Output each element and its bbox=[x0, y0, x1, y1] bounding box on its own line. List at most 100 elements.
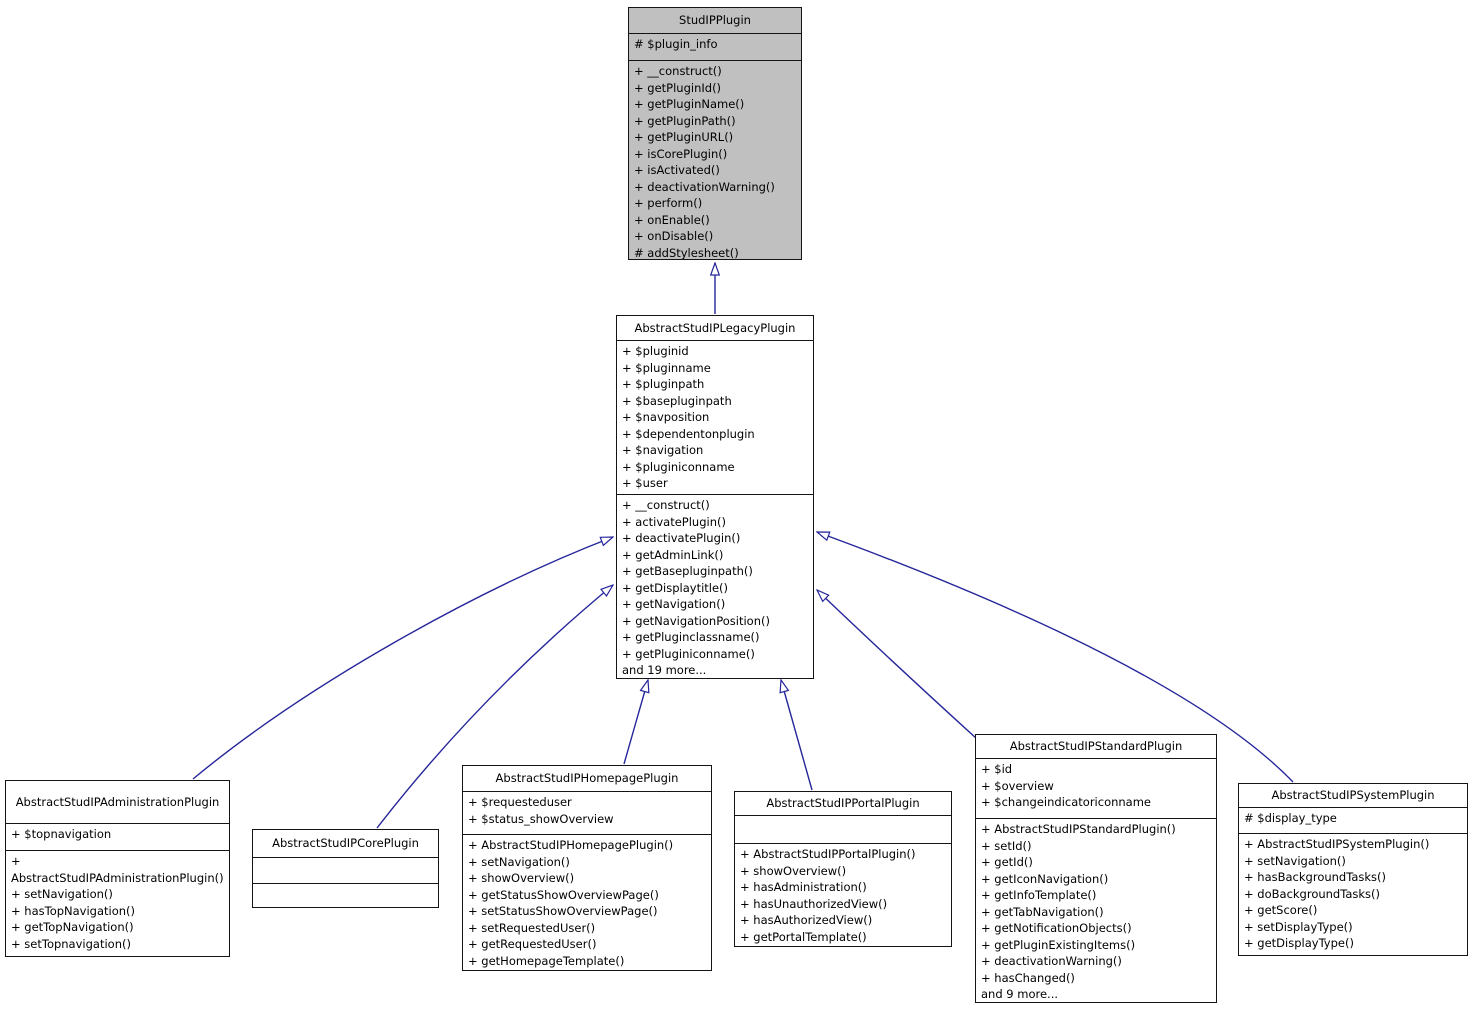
member-line: + setStatusShowOverviewPage() bbox=[468, 904, 658, 918]
class-name: StudIPPlugin bbox=[679, 13, 751, 28]
member-line: + getTabNavigation() bbox=[981, 904, 1104, 919]
edge-standard-to-legacy bbox=[817, 590, 978, 740]
member-line: + $status_showOverview bbox=[468, 811, 614, 826]
member-line: + getNavigation() bbox=[622, 597, 726, 611]
member-line: + getPluginExistingItems() bbox=[981, 937, 1136, 952]
class-attributes: + $topnavigation bbox=[6, 823, 229, 850]
member-line: + getTopNavigation() bbox=[11, 920, 134, 934]
member-line: + setTopnavigation() bbox=[11, 936, 131, 951]
class-name: AbstractStudIPCorePlugin bbox=[272, 836, 419, 851]
class-attributes bbox=[253, 857, 438, 883]
member-line: + AbstractStudIPSystemPlugin() bbox=[1244, 837, 1430, 851]
member-line: + getPluginURL() bbox=[634, 130, 734, 144]
member-line: + getRequestedUser() bbox=[468, 937, 597, 951]
member-line: + getScore() bbox=[1244, 903, 1318, 917]
class-attributes: # $plugin_info bbox=[629, 33, 801, 60]
member-line: + onEnable() bbox=[634, 212, 710, 227]
member-line: + hasTopNavigation() bbox=[11, 903, 136, 918]
member-line: + AbstractStudIPHomepagePlugin() bbox=[468, 838, 674, 852]
edge-system-to-legacy bbox=[817, 531, 1294, 783]
edge-core-to-legacy bbox=[376, 585, 613, 829]
class-node-administrationplugin[interactable]: AbstractStudIPAdministrationPlugin + $to… bbox=[5, 780, 230, 957]
member-line: + $dependentonplugin bbox=[622, 426, 755, 441]
member-line: + isCorePlugin() bbox=[634, 146, 728, 161]
member-line: # $plugin_info bbox=[634, 37, 718, 51]
member-line: + setRequestedUser() bbox=[468, 920, 596, 935]
edge-administration-to-legacy bbox=[192, 536, 613, 780]
member-line: + $pluginid bbox=[622, 344, 689, 358]
class-name: AbstractStudIPStandardPlugin bbox=[1009, 739, 1183, 754]
member-line: + __construct() bbox=[622, 498, 710, 512]
member-line: + $user bbox=[622, 476, 668, 490]
member-line: + $pluginname bbox=[622, 360, 711, 375]
class-methods: + __construct() + getPluginId() + getPlugi… bbox=[629, 60, 801, 259]
class-methods: + AbstractStudIPStandardPlugin() + setId(… bbox=[976, 818, 1216, 1002]
member-line: + setDisplayType() bbox=[1244, 919, 1353, 934]
class-methods: + AbstractStudIPAdministrationPlugin() + … bbox=[6, 850, 229, 956]
member-line: + setNavigation() bbox=[1244, 853, 1346, 868]
class-node-portalplugin[interactable]: AbstractStudIPPortalPlugin + AbstractStu… bbox=[734, 791, 952, 947]
member-line: + getInfoTemplate() bbox=[981, 888, 1097, 902]
class-node-systemplugin[interactable]: AbstractStudIPSystemPlugin # $display_ty… bbox=[1238, 783, 1468, 956]
member-line: + getBasepluginpath() bbox=[622, 564, 753, 578]
member-line: + onDisable() bbox=[634, 229, 714, 243]
member-line: + getDisplayType() bbox=[1244, 936, 1354, 950]
member-line: + getId() bbox=[981, 855, 1033, 869]
member-line: + getStatusShowOverviewPage() bbox=[468, 887, 659, 902]
member-line: + $pluginpath bbox=[622, 377, 705, 391]
member-line: and 9 more... bbox=[981, 987, 1059, 1001]
member-line: + deactivatePlugin() bbox=[622, 531, 741, 545]
edge-homepage-to-legacy bbox=[623, 680, 648, 765]
member-line: + $changeindicatoriconname bbox=[981, 795, 1152, 809]
member-line: and 19 more... bbox=[622, 663, 707, 677]
member-line: + setId() bbox=[981, 838, 1032, 853]
member-line: + AbstractStudIPPortalPlugin() bbox=[740, 847, 916, 861]
class-name: AbstractStudIPSystemPlugin bbox=[1271, 788, 1435, 803]
class-node-standardplugin[interactable]: AbstractStudIPStandardPlugin + $id + $ove… bbox=[975, 734, 1217, 1003]
member-line: + getHomepageTemplate() bbox=[468, 953, 625, 968]
class-node-studipplugin[interactable]: StudIPPlugin # $plugin_info + __construc… bbox=[628, 7, 802, 260]
member-line: + doBackgroundTasks() bbox=[1244, 886, 1381, 901]
class-methods: + __construct() + activatePlugin() + deact… bbox=[617, 494, 813, 678]
member-line: + perform() bbox=[634, 196, 703, 210]
class-name: AbstractStudIPHomepagePlugin bbox=[495, 771, 679, 786]
member-line: + $id bbox=[981, 762, 1013, 776]
class-node-legacyplugin[interactable]: AbstractStudIPLegacyPlugin + $pluginid+ … bbox=[616, 315, 814, 679]
member-line: + getPluginclassname() bbox=[622, 630, 760, 644]
member-line: + $navposition bbox=[622, 410, 710, 424]
member-line: + AbstractStudIPAdministrationPlugin() bbox=[11, 854, 224, 885]
member-line: + setNavigation() bbox=[11, 887, 113, 901]
member-line: + hasUnauthorizedView() bbox=[740, 896, 888, 911]
member-line: + getNotificationObjects() bbox=[981, 921, 1132, 935]
member-line: + getPluginId() bbox=[634, 80, 722, 95]
member-line: + activatePlugin() bbox=[622, 514, 726, 529]
member-line: + $requesteduser bbox=[468, 795, 572, 809]
class-node-homepageplugin[interactable]: AbstractStudIPHomepagePlugin + $requeste… bbox=[462, 765, 712, 971]
class-name: AbstractStudIPAdministrationPlugin bbox=[15, 794, 220, 809]
member-line: + $topnavigation bbox=[11, 827, 112, 841]
member-line: # $display_type bbox=[1244, 811, 1337, 825]
class-methods bbox=[253, 883, 438, 907]
member-line: + getPluginName() bbox=[634, 97, 745, 111]
member-line: + getPortalTemplate() bbox=[740, 929, 867, 944]
member-line: + showOverview() bbox=[740, 863, 847, 878]
member-line: + $navigation bbox=[622, 443, 704, 457]
class-node-coreplugin[interactable]: AbstractStudIPCorePlugin bbox=[252, 829, 439, 908]
class-methods: + AbstractStudIPHomepagePlugin()+ setNav… bbox=[463, 834, 711, 970]
member-line: + $overview bbox=[981, 778, 1054, 793]
member-line: + __construct() bbox=[634, 64, 722, 78]
class-attributes: # $display_type bbox=[1239, 807, 1467, 833]
member-line: + AbstractStudIPStandardPlugin() bbox=[981, 822, 1176, 836]
class-methods: + AbstractStudIPSystemPlugin() + setNavig… bbox=[1239, 833, 1467, 955]
class-attributes bbox=[735, 815, 951, 843]
member-line: + $basepluginpath bbox=[622, 393, 732, 408]
member-line: + hasAdministration() bbox=[740, 880, 867, 894]
member-line: + deactivationWarning() bbox=[634, 179, 775, 194]
member-line: + showOverview() bbox=[468, 871, 575, 885]
member-line: + getNavigationPosition() bbox=[622, 613, 770, 628]
member-line: + getAdminLink() bbox=[622, 547, 724, 562]
member-line: + getIconNavigation() bbox=[981, 871, 1109, 886]
member-line: # addStylesheet() bbox=[634, 245, 739, 260]
